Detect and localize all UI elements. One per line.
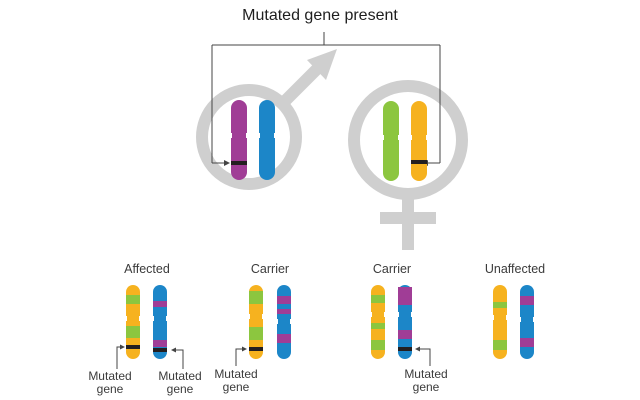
mother-chromosome-green [383, 101, 399, 181]
diagram-title: Mutated gene present [242, 7, 398, 24]
father-chromosome-blue [259, 100, 275, 180]
parent-chromosomes [229, 100, 429, 181]
offspring-label-carrier-1: Carrier [250, 262, 290, 276]
offspring-carrier-2 [369, 285, 414, 359]
offspring-unaffected [491, 285, 536, 359]
mutated-gene-note: Mutated gene [214, 367, 258, 394]
mutated-gene-note: Mutated gene [158, 369, 202, 396]
offspring-affected [124, 285, 169, 359]
offspring-carrier-1 [247, 285, 293, 359]
mother-chromosome-yellow [411, 101, 427, 181]
father-chromosome-purple [231, 100, 247, 180]
offspring-label-carrier-2: Carrier [372, 262, 412, 276]
female-symbol-icon [348, 80, 468, 250]
parents-bracket [211, 32, 441, 164]
mutated-gene-note: Mutated gene [404, 367, 448, 394]
offspring-label-affected: Affected [124, 262, 170, 276]
mutated-band [231, 161, 247, 165]
mutated-gene-note: Mutated gene [88, 369, 132, 396]
mutated-band [411, 160, 427, 164]
male-symbol-icon [196, 49, 337, 190]
offspring-label-unaffected: Unaffected [484, 262, 546, 276]
pointer-arrowheads [120, 344, 420, 353]
